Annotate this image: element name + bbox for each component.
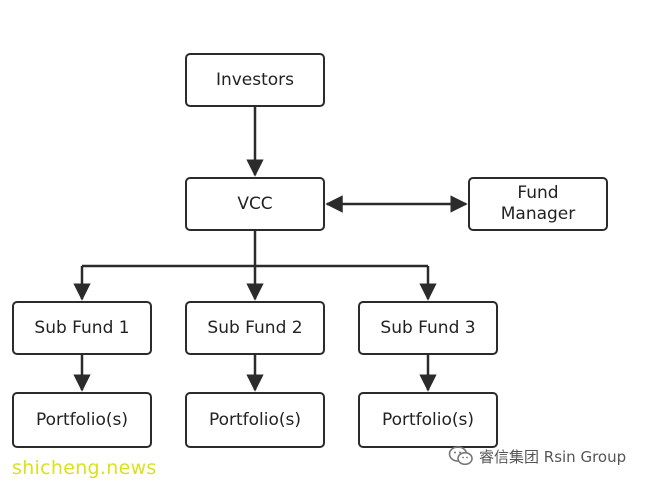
node-sub-fund-2-label: Sub Fund 2 (207, 317, 303, 338)
node-portfolio-2: Portfolio(s) (185, 392, 325, 448)
node-portfolio-3: Portfolio(s) (358, 392, 498, 448)
node-sub-fund-2: Sub Fund 2 (185, 301, 325, 355)
node-sub-fund-1-label: Sub Fund 1 (34, 317, 130, 338)
watermark-rsin-group: 睿信集团 Rsin Group (448, 445, 626, 467)
node-fund-manager: Fund Manager (468, 177, 608, 231)
node-sub-fund-3: Sub Fund 3 (358, 301, 498, 355)
node-portfolio-1: Portfolio(s) (12, 392, 152, 448)
watermark-shicheng: shicheng.news (12, 457, 157, 479)
node-portfolio-1-label: Portfolio(s) (35, 409, 129, 430)
node-vcc-label: VCC (237, 193, 273, 214)
watermark-rsin-group-text: 睿信集团 Rsin Group (479, 447, 627, 466)
node-fund-manager-label: Fund Manager (500, 183, 576, 224)
node-sub-fund-3-label: Sub Fund 3 (380, 317, 476, 338)
node-portfolio-3-label: Portfolio(s) (381, 409, 475, 430)
node-sub-fund-1: Sub Fund 1 (12, 301, 152, 355)
node-investors: Investors (185, 53, 325, 107)
node-portfolio-2-label: Portfolio(s) (208, 409, 302, 430)
node-vcc: VCC (185, 177, 325, 231)
node-investors-label: Investors (215, 69, 295, 90)
wechat-icon (448, 446, 473, 466)
